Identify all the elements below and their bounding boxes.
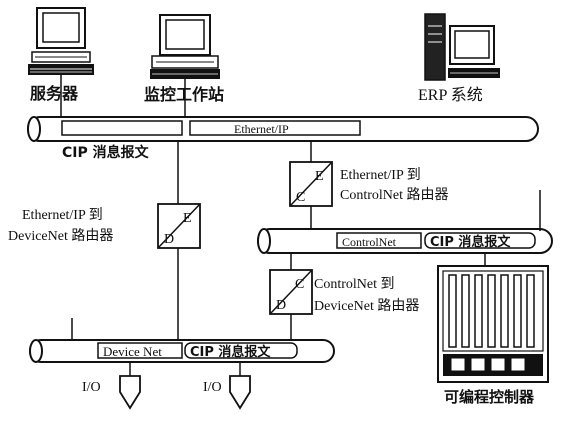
router-eip-dn-upper-letter: E xyxy=(183,211,192,226)
router-cn-dn-upper-letter: C xyxy=(295,277,304,292)
router-controlnet-to-devicenet: C D xyxy=(269,269,313,315)
router-cn-dn-label-line1: ControlNet 到 xyxy=(314,276,395,292)
cip-message-top-label: CIP 消息报文 xyxy=(62,144,150,161)
cip-message-controlnet-label: CIP 消息报文 xyxy=(430,234,511,250)
cip-message-devicenet-label: CIP 消息报文 xyxy=(190,344,271,360)
server-computer-icon xyxy=(28,7,94,75)
controlnet-label: ControlNet xyxy=(342,235,397,249)
ethernet-ip-packet-box xyxy=(189,120,361,136)
io1-device-icon xyxy=(119,375,141,410)
io1-label: I/O xyxy=(82,380,101,395)
router-eip-dn-lower-letter: D xyxy=(164,232,174,247)
router-cn-dn-lower-letter: D xyxy=(276,298,286,313)
erp-computer-icon xyxy=(424,13,500,81)
ethernet-bus xyxy=(27,116,539,142)
devicenet-label: Device Net xyxy=(103,344,162,359)
router-eip-cn-label-line1: Ethernet/IP 到 xyxy=(340,167,421,183)
cip-packet-box-top xyxy=(61,120,183,136)
router-eip-cn-label-line2: ControlNet 路由器 xyxy=(340,187,449,203)
router-eip-to-controlnet: E C xyxy=(289,161,333,207)
devicenet-packet-box xyxy=(97,342,183,359)
workstation-computer-icon xyxy=(150,14,220,79)
plc-label: 可编程控制器 xyxy=(444,388,535,406)
controlnet-packet-box xyxy=(336,232,422,249)
io2-device-icon xyxy=(229,375,251,410)
io2-label: I/O xyxy=(203,380,222,395)
cip-packet-box-devicenet xyxy=(184,342,298,359)
erp-system-label: ERP 系统 xyxy=(418,86,483,104)
router-eip-to-devicenet: E D xyxy=(157,203,201,249)
router-eip-dn-label-line2: DeviceNet 路由器 xyxy=(8,228,113,244)
cip-packet-box-controlnet xyxy=(424,232,536,249)
router-cn-dn-label-line2: DeviceNet 路由器 xyxy=(314,298,419,314)
router-eip-cn-lower-letter: C xyxy=(296,190,305,205)
controlnet-bus xyxy=(257,228,553,254)
router-eip-dn-label-line1: Ethernet/IP 到 xyxy=(22,207,103,223)
router-eip-cn-upper-letter: E xyxy=(315,169,324,184)
ethernet-ip-label: Ethernet/IP xyxy=(234,122,289,136)
plc-chassis-icon xyxy=(437,265,549,383)
workstation-label: 监控工作站 xyxy=(144,85,224,104)
server-label: 服务器 xyxy=(30,84,79,103)
devicenet-bus xyxy=(29,339,335,363)
